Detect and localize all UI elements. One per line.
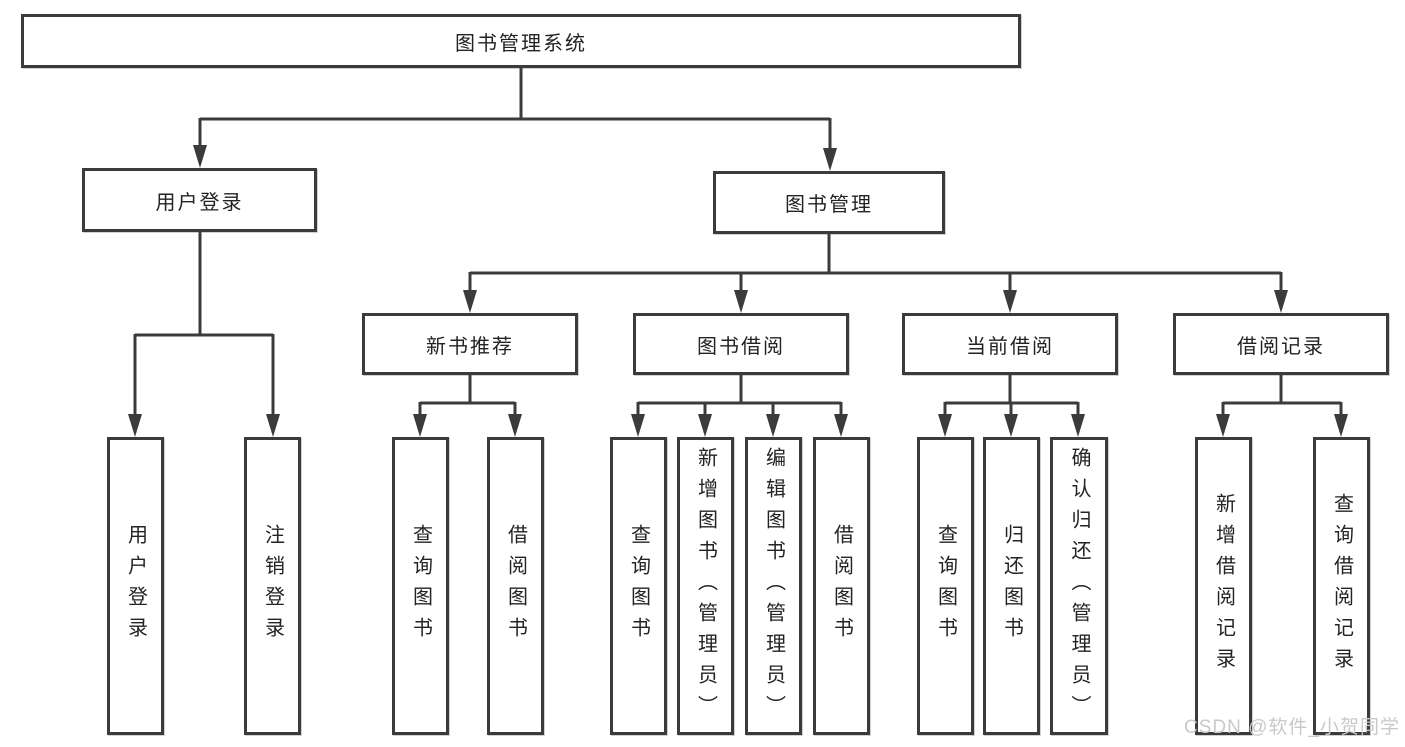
node-user-login: 用户登录: [82, 168, 317, 232]
node-root-library-system: 图书管理系统: [21, 14, 1021, 68]
leaf-add-books-admin: 新增图书（管理员）: [677, 437, 734, 735]
leaf-query-books-3: 查询图书: [917, 437, 974, 735]
node-label: 用户登录: [124, 524, 147, 648]
leaf-confirm-return-admin: 确认归还（管理员）: [1050, 437, 1108, 735]
node-label: 归还图书: [1000, 524, 1023, 648]
csdn-watermark: CSDN @软件_小贺同学: [1184, 717, 1400, 738]
node-new-book-recommend: 新书推荐: [362, 313, 578, 375]
node-label: 新增借阅记录: [1212, 493, 1235, 679]
node-book-borrow: 图书借阅: [633, 313, 849, 375]
leaf-logout: 注销登录: [244, 437, 301, 735]
node-book-management: 图书管理: [713, 171, 945, 234]
node-label: 借阅记录: [1237, 335, 1325, 358]
node-label: 当前借阅: [966, 335, 1054, 358]
leaf-query-borrow-record: 查询借阅记录: [1313, 437, 1370, 735]
leaf-query-books-2: 查询图书: [610, 437, 667, 735]
node-label: 图书管理系统: [455, 32, 587, 55]
node-borrow-records: 借阅记录: [1173, 313, 1389, 375]
node-label: 注销登录: [261, 524, 284, 648]
node-current-borrow: 当前借阅: [902, 313, 1118, 375]
leaf-add-borrow-record: 新增借阅记录: [1195, 437, 1252, 735]
leaf-borrow-books-1: 借阅图书: [487, 437, 544, 735]
node-label: 图书管理: [785, 194, 873, 216]
arrowhead-icons: [128, 145, 1348, 437]
leaf-query-books-1: 查询图书: [392, 437, 449, 735]
node-label: 图书借阅: [697, 335, 785, 358]
node-label: 新书推荐: [426, 335, 514, 358]
node-label: 确认归还（管理员）: [1068, 446, 1090, 726]
node-label: 查询图书: [934, 524, 957, 648]
node-label: 新增图书（管理员）: [694, 446, 717, 726]
leaf-borrow-books-2: 借阅图书: [813, 437, 870, 735]
node-label: 用户登录: [155, 191, 244, 214]
node-label: 借阅图书: [830, 524, 853, 648]
leaf-return-books: 归还图书: [983, 437, 1040, 735]
node-label: 查询图书: [409, 524, 432, 648]
node-label: 查询借阅记录: [1330, 493, 1353, 679]
leaf-user-login: 用户登录: [107, 437, 164, 735]
node-label: 借阅图书: [504, 524, 527, 648]
node-label: 编辑图书（管理员）: [762, 446, 785, 726]
node-label: 查询图书: [627, 524, 650, 648]
leaf-edit-books-admin: 编辑图书（管理员）: [745, 437, 802, 735]
